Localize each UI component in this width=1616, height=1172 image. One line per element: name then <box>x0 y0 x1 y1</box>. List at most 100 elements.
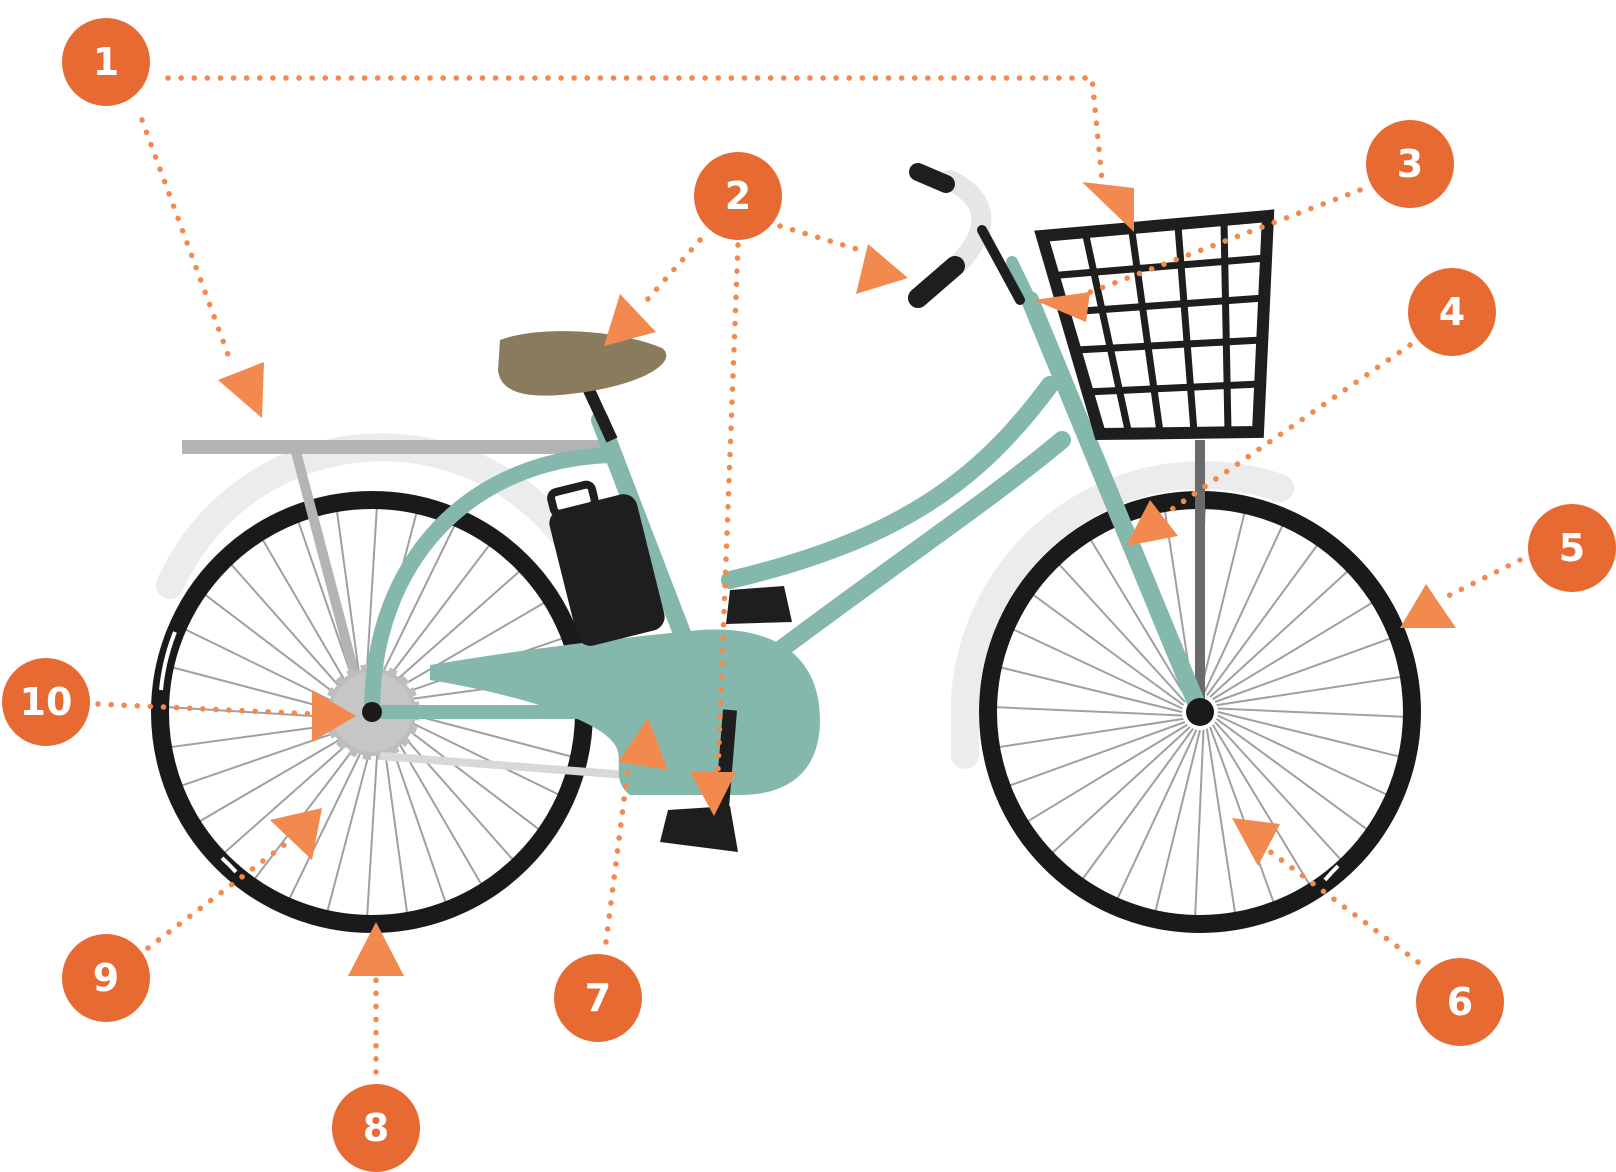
spoke <box>199 732 352 823</box>
spoke <box>223 736 356 854</box>
arrowhead-10 <box>312 690 356 742</box>
spoke <box>1216 675 1402 707</box>
spoke <box>261 539 352 692</box>
leader-1-rack <box>139 117 233 363</box>
spoke <box>998 717 1184 749</box>
rear-tire-tread-gap-lower <box>220 856 238 874</box>
spoke <box>288 740 368 900</box>
saddle <box>498 331 667 396</box>
callout-1-badge <box>62 18 150 106</box>
leader-6 <box>1265 847 1421 965</box>
callout-8-badge <box>332 1084 420 1172</box>
rear-tire-tread-gap <box>159 631 177 691</box>
spoke <box>1027 723 1188 823</box>
bicycle-illustration <box>151 163 1421 933</box>
callout-1: 1 <box>62 18 150 106</box>
leader-7 <box>603 749 633 945</box>
callout-7-badge <box>554 954 642 1042</box>
spoke <box>1217 714 1387 796</box>
spoke <box>253 739 362 880</box>
spoke <box>1032 593 1184 706</box>
callout-2-label: 2 <box>725 174 751 218</box>
front-tire-tread-gap <box>1323 864 1340 882</box>
front-fender <box>951 461 1294 769</box>
arrowhead-6 <box>1232 818 1280 866</box>
leader-2-handlebar <box>777 223 863 253</box>
callout-1-label: 1 <box>93 40 119 84</box>
callout-8-label: 8 <box>363 1106 389 1150</box>
spoke <box>382 544 491 685</box>
spoke <box>376 524 456 684</box>
leader-1-basket <box>165 75 1105 183</box>
rear-wheel-spokes <box>167 507 577 917</box>
spoke <box>392 601 545 692</box>
callout-6-label: 6 <box>1447 980 1473 1024</box>
arrowhead-5 <box>1400 584 1456 628</box>
spoke <box>1009 721 1186 787</box>
spoke <box>1214 637 1391 703</box>
leader-lines <box>95 75 1523 1075</box>
arrowheads <box>218 182 1456 976</box>
spoke <box>365 507 378 683</box>
spoke <box>326 741 373 912</box>
rear-hub <box>362 702 382 722</box>
arrowhead-1-rack <box>218 362 264 418</box>
spoke <box>181 727 348 787</box>
callout-10: 10 <box>2 658 90 746</box>
arrowhead-9 <box>270 808 322 860</box>
callout-3: 3 <box>1366 120 1454 208</box>
spoke <box>1013 628 1183 710</box>
chain <box>379 752 641 780</box>
callout-5: 5 <box>1528 504 1616 592</box>
handlebar <box>908 163 1025 308</box>
spoke <box>400 716 560 796</box>
callout-9: 9 <box>62 934 150 1022</box>
arrowhead-7 <box>618 718 668 770</box>
callout-4-label: 4 <box>1439 290 1465 334</box>
arrowhead-4 <box>1126 500 1178 546</box>
spoke <box>382 739 409 914</box>
callout-3-badge <box>1366 120 1454 208</box>
spoke <box>1217 711 1400 758</box>
spoke <box>1000 666 1183 713</box>
spoke <box>1209 570 1349 698</box>
callouts: 1 2 3 4 5 6 7 8 <box>2 18 1616 1172</box>
spoke <box>1214 721 1342 861</box>
spoke <box>366 741 379 917</box>
spoke <box>1209 726 1275 903</box>
arrowhead-2-pedal <box>690 772 736 816</box>
spoke <box>1216 718 1368 831</box>
callout-9-badge <box>62 934 150 1022</box>
front-wheel-spokes <box>996 508 1404 916</box>
spoke <box>401 711 572 758</box>
spoke <box>399 722 540 831</box>
spoke <box>1058 563 1186 703</box>
spoke <box>1089 539 1189 700</box>
spoke <box>1116 729 1198 899</box>
spoke <box>1154 729 1201 912</box>
leader-3 <box>1077 187 1363 299</box>
callout-4: 4 <box>1408 268 1496 356</box>
arrowhead-8 <box>348 922 404 976</box>
callout-6: 6 <box>1416 958 1504 1046</box>
spoke <box>1081 728 1194 880</box>
spoke <box>335 510 362 685</box>
spoke <box>1212 601 1373 701</box>
arrowhead-2-saddle <box>604 294 656 346</box>
seat-post <box>582 385 618 443</box>
arrowhead-3 <box>1034 292 1090 322</box>
callout-5-badge <box>1528 504 1616 592</box>
callout-10-label: 10 <box>20 680 73 724</box>
callout-9-label: 9 <box>93 956 119 1000</box>
spoke <box>1211 724 1311 885</box>
spoke <box>204 593 345 702</box>
spoke <box>1205 728 1237 914</box>
callout-8: 8 <box>332 1084 420 1172</box>
front-basket <box>1034 209 1275 441</box>
rear-carrier-rack <box>182 440 602 704</box>
callout-5-label: 5 <box>1559 526 1585 570</box>
spoke <box>396 728 514 861</box>
callout-3-label: 3 <box>1397 142 1423 186</box>
callout-2: 2 <box>694 152 782 240</box>
